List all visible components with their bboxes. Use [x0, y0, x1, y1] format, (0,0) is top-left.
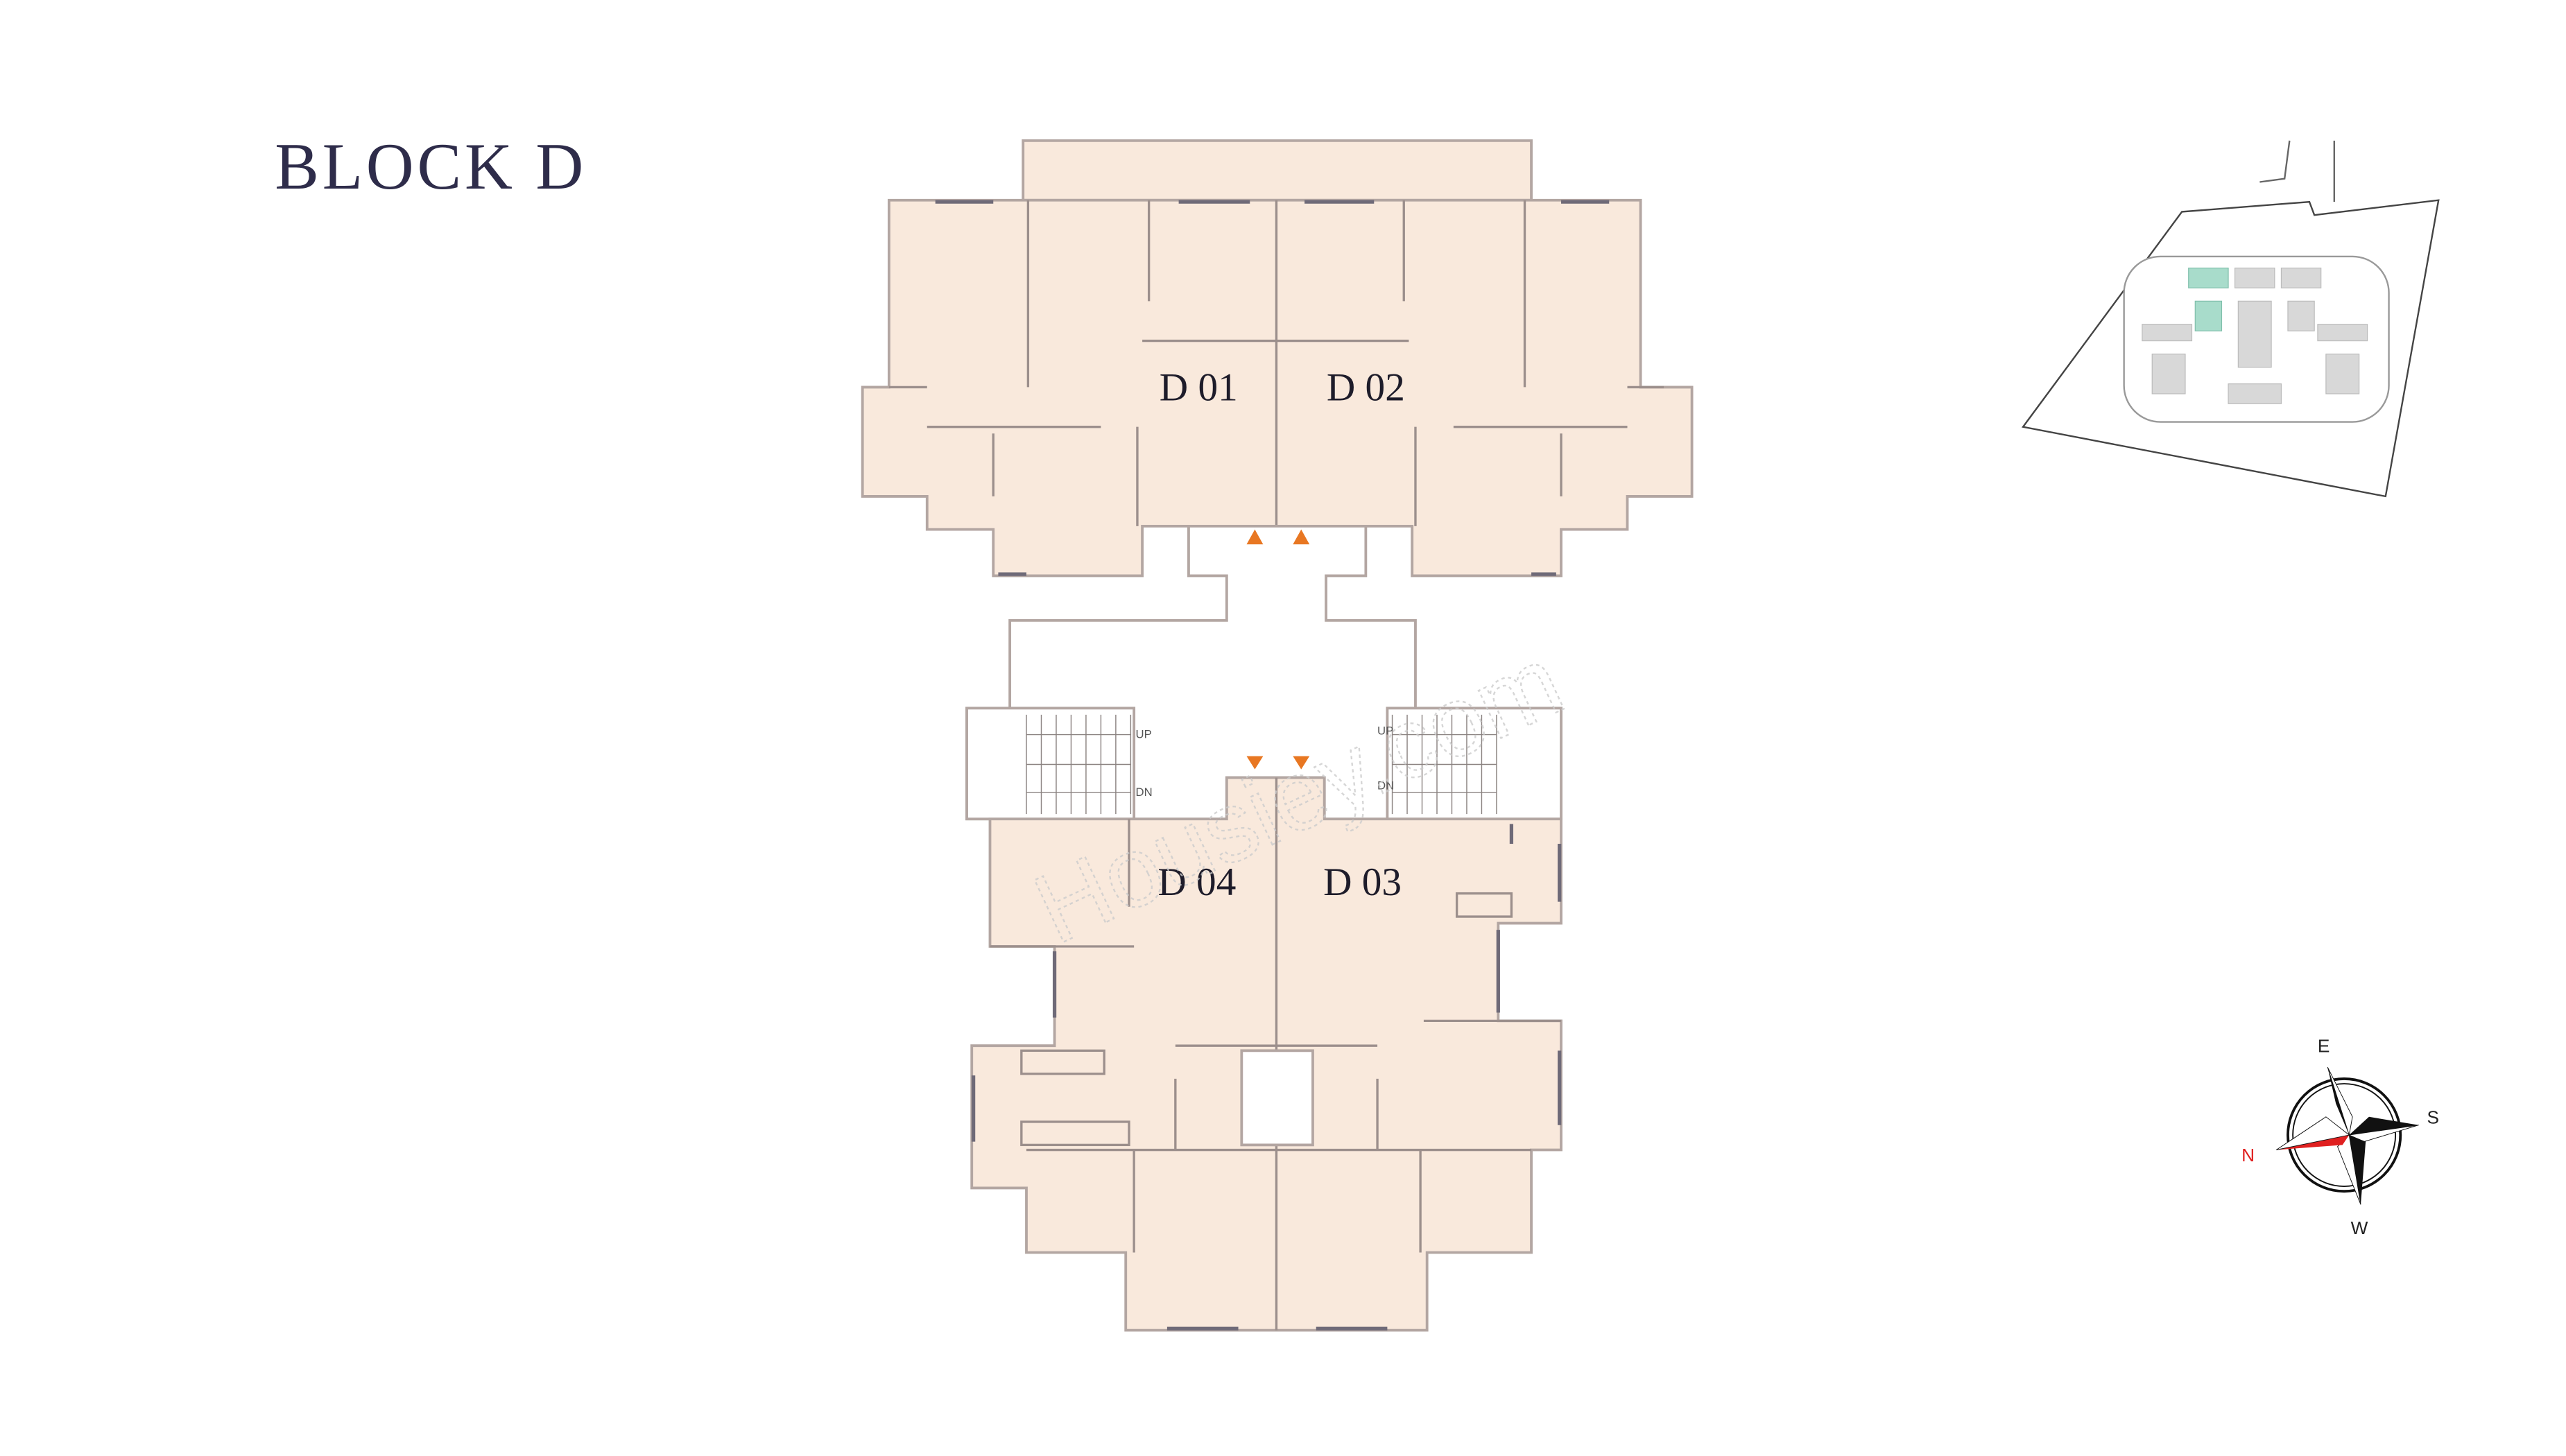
compass-west-label: W: [2351, 1217, 2368, 1238]
compass-south-label: S: [2427, 1107, 2439, 1127]
top-terrace: [1022, 139, 1533, 202]
stair-up-label: UP: [1136, 727, 1152, 740]
light-well: [1240, 1049, 1314, 1147]
staircase-left: UP DN: [965, 707, 1153, 821]
unit-label-d01: D 01: [1160, 366, 1238, 410]
entry-arrow-icon: [1293, 529, 1310, 545]
site-key-map: [2021, 140, 2440, 498]
compass-north-label: N: [2241, 1145, 2255, 1165]
unit-label-d04: D 04: [1157, 860, 1236, 904]
staircase-right: UP DN: [1377, 707, 1562, 821]
stair-down-label: DN: [1136, 786, 1153, 799]
unit-label-d02: D 02: [1327, 366, 1405, 410]
block-title: BLOCK D: [275, 130, 587, 203]
unit-label-d03: D 03: [1323, 860, 1402, 904]
stair-down-label: DN: [1377, 779, 1394, 792]
block-d-highlight: [2188, 267, 2229, 331]
entry-arrow-icon: [1293, 756, 1310, 770]
entry-arrow-icon: [1246, 529, 1264, 545]
compass-east-label: E: [2318, 1036, 2330, 1057]
entry-markers: [1246, 529, 1310, 770]
floor-plan-block-d: UP DN UP DN: [861, 139, 1694, 1332]
compass-rose-icon: E S W N: [2241, 1036, 2439, 1238]
entry-arrow-icon: [1246, 756, 1264, 770]
stair-up-label: UP: [1377, 725, 1393, 738]
